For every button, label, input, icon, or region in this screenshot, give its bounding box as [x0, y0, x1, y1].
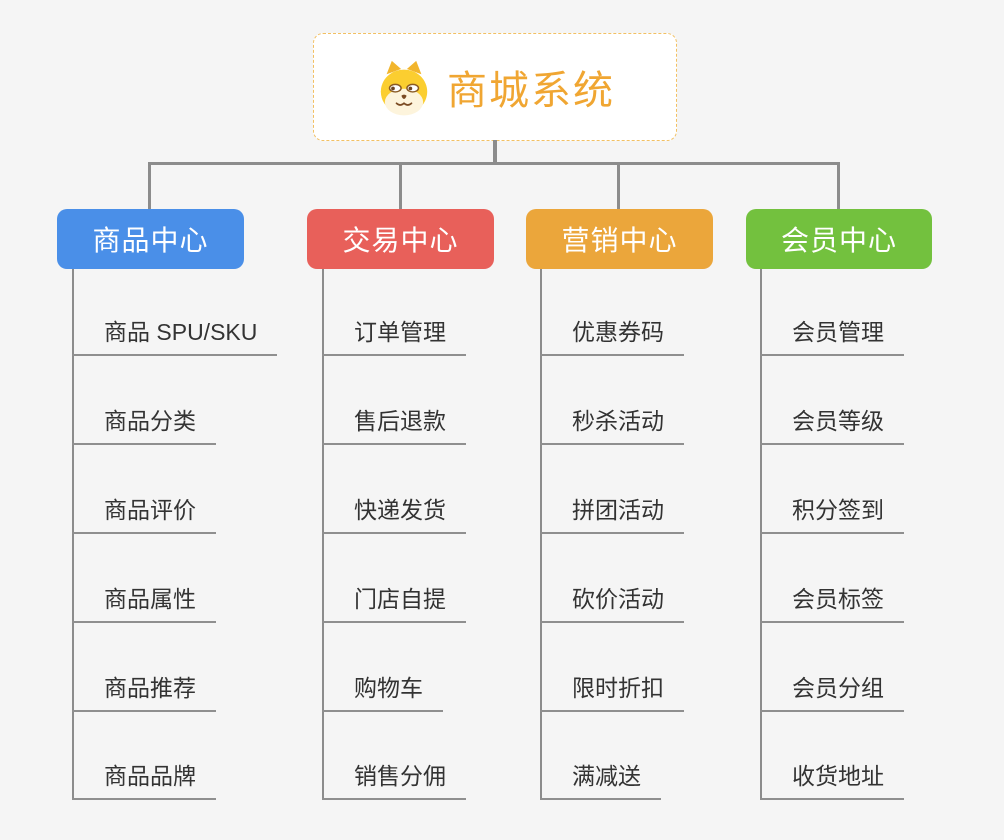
leaf-node[interactable]: 商品 SPU/SKU — [72, 316, 278, 356]
leaf-node[interactable]: 限时折扣 — [540, 672, 684, 712]
leaf-node[interactable]: 销售分佣 — [322, 760, 466, 800]
connector-children-line-3 — [760, 269, 762, 800]
branch-node-trade-center[interactable]: 交易中心 — [307, 209, 494, 269]
leaf-node[interactable]: 商品评价 — [72, 494, 216, 534]
connector-children-line-1 — [322, 269, 324, 800]
connector-root-drop — [493, 140, 497, 164]
leaf-node[interactable]: 门店自提 — [322, 583, 466, 623]
connector-drop-branch-2 — [617, 162, 620, 210]
leaf-node[interactable]: 商品推荐 — [72, 672, 216, 712]
leaf-node[interactable]: 会员等级 — [760, 405, 904, 445]
leaf-node[interactable]: 售后退款 — [322, 405, 466, 445]
leaf-node[interactable]: 会员分组 — [760, 672, 904, 712]
leaf-node[interactable]: 订单管理 — [322, 316, 466, 356]
connector-children-line-2 — [540, 269, 542, 800]
branch-node-marketing-center[interactable]: 营销中心 — [526, 209, 713, 269]
leaf-node[interactable]: 会员标签 — [760, 583, 904, 623]
connector-bus — [148, 162, 839, 165]
leaf-node[interactable]: 快递发货 — [322, 494, 466, 534]
leaf-node[interactable]: 优惠券码 — [540, 316, 684, 356]
leaf-node[interactable]: 会员管理 — [760, 316, 904, 356]
connector-children-line-0 — [72, 269, 74, 800]
connector-drop-branch-3 — [837, 162, 840, 210]
leaf-node[interactable]: 收货地址 — [760, 760, 904, 800]
leaf-node[interactable]: 商品属性 — [72, 583, 216, 623]
leaf-node[interactable]: 满减送 — [540, 760, 661, 800]
connector-drop-branch-0 — [148, 162, 151, 210]
leaf-node[interactable]: 秒杀活动 — [540, 405, 684, 445]
leaf-node[interactable]: 商品分类 — [72, 405, 216, 445]
leaf-node[interactable]: 砍价活动 — [540, 583, 684, 623]
leaf-node[interactable]: 积分签到 — [760, 494, 904, 534]
leaf-node[interactable]: 商品品牌 — [72, 760, 216, 800]
branch-node-member-center[interactable]: 会员中心 — [746, 209, 932, 269]
branch-node-product-center[interactable]: 商品中心 — [57, 209, 244, 269]
connector-drop-branch-1 — [399, 162, 402, 210]
root-title: 商城系统 — [447, 69, 615, 113]
leaf-node[interactable]: 拼团活动 — [540, 494, 684, 534]
leaf-node[interactable]: 购物车 — [322, 672, 443, 712]
root-node[interactable]: 商城系统 — [313, 33, 677, 141]
shiba-dog-icon — [380, 60, 428, 116]
